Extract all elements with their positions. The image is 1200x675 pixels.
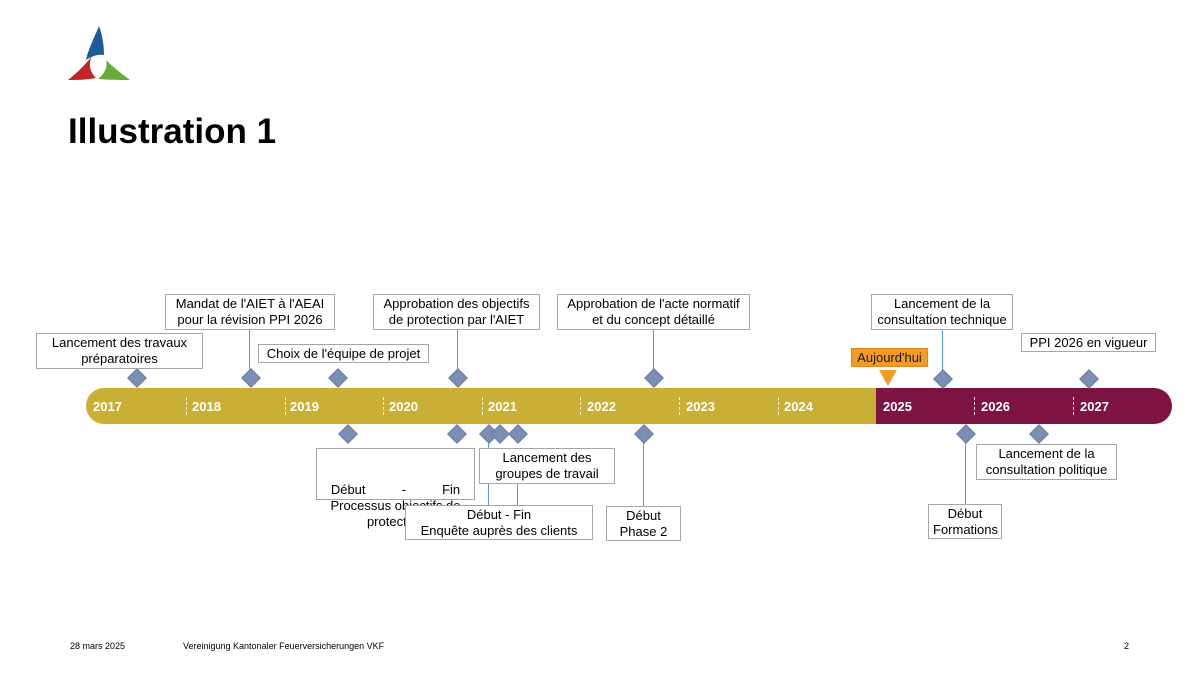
today-marker-arrow — [879, 370, 897, 386]
milestone-diamond — [448, 368, 468, 388]
vkf-logo — [68, 26, 130, 80]
year-separator — [482, 397, 483, 415]
year-separator — [580, 397, 581, 415]
logo-red-segment — [68, 56, 96, 80]
year-label: 2025 — [883, 399, 912, 414]
milestone-label: PPI 2026 en vigueur — [1021, 333, 1156, 352]
year-label: 2020 — [389, 399, 418, 414]
year-separator — [778, 397, 779, 415]
year-label: 2024 — [784, 399, 813, 414]
logo-green-segment — [98, 60, 130, 80]
connector-line — [457, 328, 458, 377]
milestone-diamond — [1029, 424, 1049, 444]
page-number: 2 — [1124, 641, 1130, 651]
connector-line — [653, 328, 654, 377]
footer-date: 28 mars 2025 — [70, 641, 126, 651]
timeline-bar-future — [876, 388, 1172, 424]
year-separator — [679, 397, 680, 415]
connector-line — [249, 329, 250, 377]
page-title: Illustration 1 — [68, 112, 277, 151]
year-separator — [383, 397, 384, 415]
year-separator — [186, 397, 187, 415]
milestone-diamond — [241, 368, 261, 388]
connector-line — [517, 482, 518, 506]
milestone-diamond — [490, 424, 510, 444]
milestone-diamond — [328, 368, 348, 388]
year-label: 2026 — [981, 399, 1010, 414]
connector-line — [942, 328, 943, 377]
milestone-diamond — [508, 424, 528, 444]
year-separator — [285, 397, 286, 415]
year-label: 2027 — [1080, 399, 1109, 414]
milestone-diamond — [634, 424, 654, 444]
year-separator — [1073, 397, 1074, 415]
milestone-diamond — [644, 368, 664, 388]
connector-line — [643, 440, 644, 507]
year-label: 2021 — [488, 399, 517, 414]
logo-blue-segment — [86, 26, 104, 60]
year-label: 2018 — [192, 399, 221, 414]
year-separator — [974, 397, 975, 415]
milestone-label: Choix de l'équipe de projet — [258, 344, 429, 363]
today-marker-label: Aujourd'hui — [851, 348, 928, 367]
milestone-diamond — [127, 368, 147, 388]
milestone-diamond — [933, 369, 953, 389]
year-label: 2023 — [686, 399, 715, 414]
milestone-diamond — [338, 424, 358, 444]
milestone-diamond — [956, 424, 976, 444]
timeline-bar-past — [86, 388, 906, 424]
year-label: 2017 — [93, 399, 122, 414]
footer-organization: Vereinigung Kantonaler Feuerversicherung… — [183, 641, 385, 651]
milestone-diamond — [447, 424, 467, 444]
connector-line — [965, 440, 966, 504]
year-label: 2022 — [587, 399, 616, 414]
year-label: 2019 — [290, 399, 319, 414]
milestone-diamond — [1079, 369, 1099, 389]
